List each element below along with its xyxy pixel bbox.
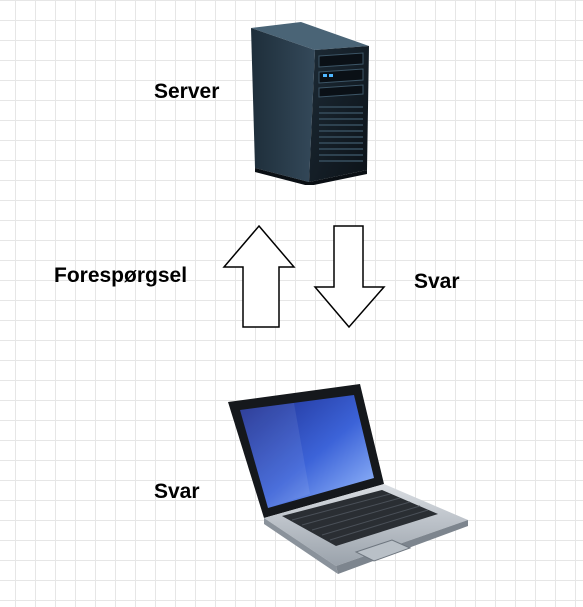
- arrow-up-icon: [222, 224, 296, 328]
- arrow-down-icon: [313, 225, 386, 329]
- laptop-icon: [228, 384, 468, 574]
- client-label: Svar: [154, 480, 200, 503]
- server-label: Server: [154, 80, 220, 103]
- server-tower-icon: [251, 22, 369, 185]
- request-label: Forespørgsel: [54, 264, 188, 287]
- response-label: Svar: [414, 270, 460, 293]
